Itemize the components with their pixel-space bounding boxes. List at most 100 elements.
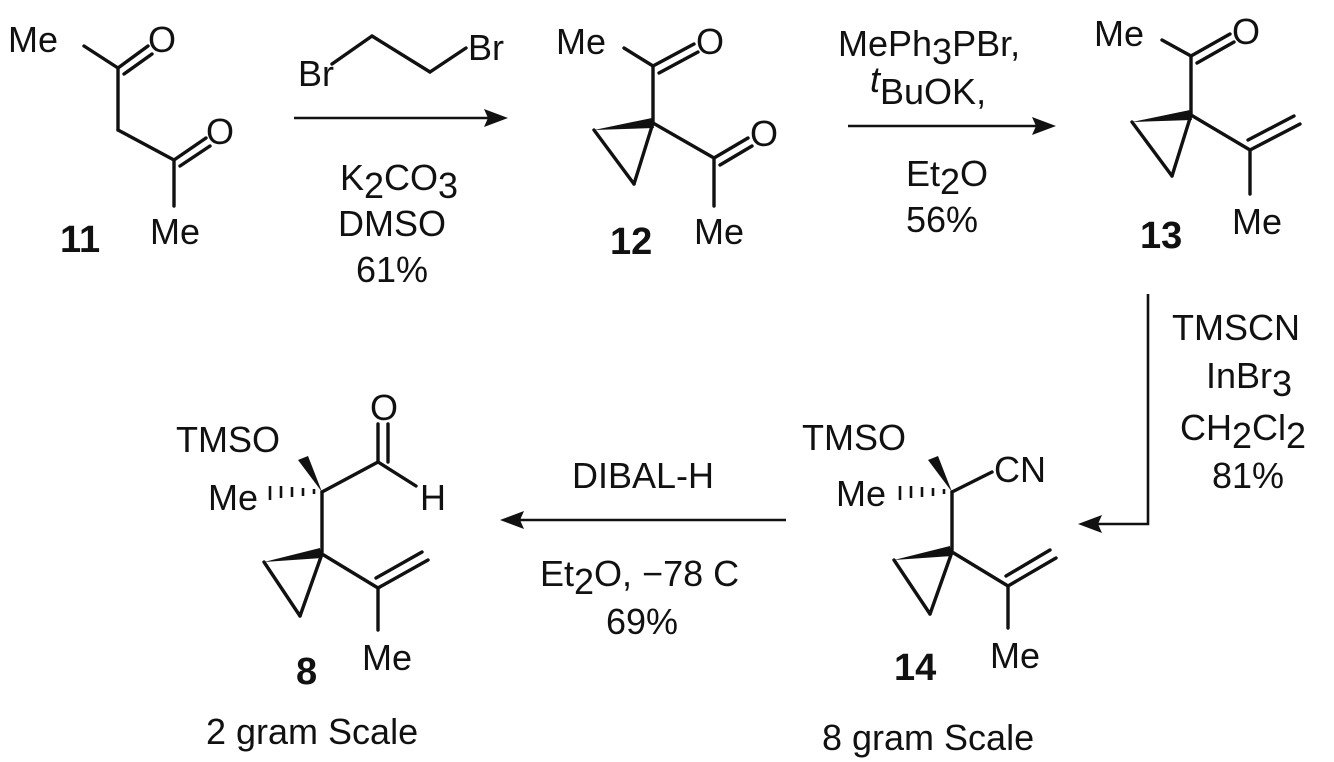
bond [122,52,154,76]
scale-label: 2 gram Scale [206,711,418,752]
arrowhead [1032,117,1056,135]
bond [82,44,120,70]
bond [651,42,696,68]
bond [892,558,932,616]
bond [950,470,994,494]
bromine-label: Br [298,53,334,94]
reagent-tmscn: TMSCN [1172,307,1300,348]
bond [374,550,424,580]
oxygen-label: O [750,113,778,154]
compound-12: Me O O Me 12 [556,21,778,263]
bond [262,560,302,618]
me-label: Me [990,635,1040,676]
bond [1195,40,1236,65]
compound-number: 12 [610,221,652,263]
solvent-label: DMSO [338,203,446,244]
wedge-bond [1132,110,1192,122]
solvent-label: Et2O [906,153,988,202]
bond [1170,113,1193,178]
oxygen-label: O [1232,11,1260,52]
bond [632,121,655,186]
bond [116,44,150,70]
oxygen-label: O [206,111,234,152]
wedge-bond [264,548,322,562]
bond [928,550,954,616]
bond [320,460,380,494]
me-label: Me [1094,13,1144,54]
compound-number: 8 [296,651,317,693]
bond [1006,556,1058,588]
dibromoethane-bond [330,34,374,66]
wedge-bond [594,118,654,130]
compound-13: Me O Me 13 [1094,11,1302,257]
me-label: Me [1232,201,1282,242]
wedge-bond [894,546,952,560]
reagent-base: tBuOK, [870,59,986,112]
bond [622,46,655,68]
reagent-dibal: DIBAL-H [572,455,714,496]
arrowhead [1078,515,1102,533]
oxygen-label: O [148,19,176,60]
compound-number: 14 [894,647,936,689]
compound-8: TMSO Me O H Me 8 2 gram Scale [176,387,446,752]
dibromoethane-bond [370,34,432,74]
bond [718,144,754,167]
step-3: TMSCN InBr3 CH2Cl2 81% [1078,294,1306,533]
reagent-wittig-salt: MePh3PBr, [838,23,1020,72]
bond [376,460,418,488]
bond [172,136,208,162]
oxygen-label: O [696,21,724,62]
bond [1004,548,1052,578]
me-label: Me [556,21,606,62]
tmso-label: TMSO [802,417,906,458]
solvent-label: CH2Cl2 [1180,407,1306,456]
me-label: Me [8,19,58,60]
step-4: DIBAL-H Et2O, −78 C 69% [500,455,786,642]
bond [116,128,176,162]
bond [1130,120,1174,178]
bromine-label: Br [468,27,504,68]
me-label: Me [208,477,258,518]
arrowhead [484,109,508,127]
tmso-label: TMSO [176,419,280,460]
step-1: Br Br K2CO3 DMSO 61% [294,27,508,290]
bond [1189,32,1232,58]
yield-label: 81% [1212,455,1284,496]
me-label: Me [362,637,412,678]
bond [712,136,750,160]
wedge-bond [298,456,322,492]
dibromoethane-bond [428,46,468,74]
bond [1160,38,1193,58]
hydrogen-label: H [420,477,446,518]
yield-label: 56% [906,199,978,240]
oxygen-label: O [370,387,398,428]
yield-label: 69% [606,601,678,642]
bond [1246,114,1296,142]
bond [320,552,380,590]
conditions-label: Et2O, −78 C [540,553,739,602]
me-label: Me [694,211,744,252]
bond [950,550,1010,588]
bond [1189,113,1252,152]
bond [1248,122,1302,152]
bond [657,50,700,75]
bond [298,552,324,618]
reagent-k2co3: K2CO3 [340,157,458,206]
reaction-arrow [1096,294,1150,526]
bond [651,121,716,160]
scale-label: 8 gram Scale [822,717,1034,758]
me-label: Me [150,211,200,252]
compound-14: TMSO Me CN Me 14 8 gram Scale [802,417,1058,758]
bond [592,128,636,186]
compound-number: 13 [1140,215,1182,257]
me-label: Me [836,473,886,514]
compound-number: 11 [60,219,100,261]
nitrile-label: CN [994,449,1046,490]
step-2: MePh3PBr, tBuOK, Et2O 56% [838,23,1056,240]
yield-label: 61% [356,249,428,290]
bond [376,558,430,590]
compound-11: Me O O Me 11 [8,19,234,261]
bond [178,144,212,168]
wedge-bond [928,456,952,492]
